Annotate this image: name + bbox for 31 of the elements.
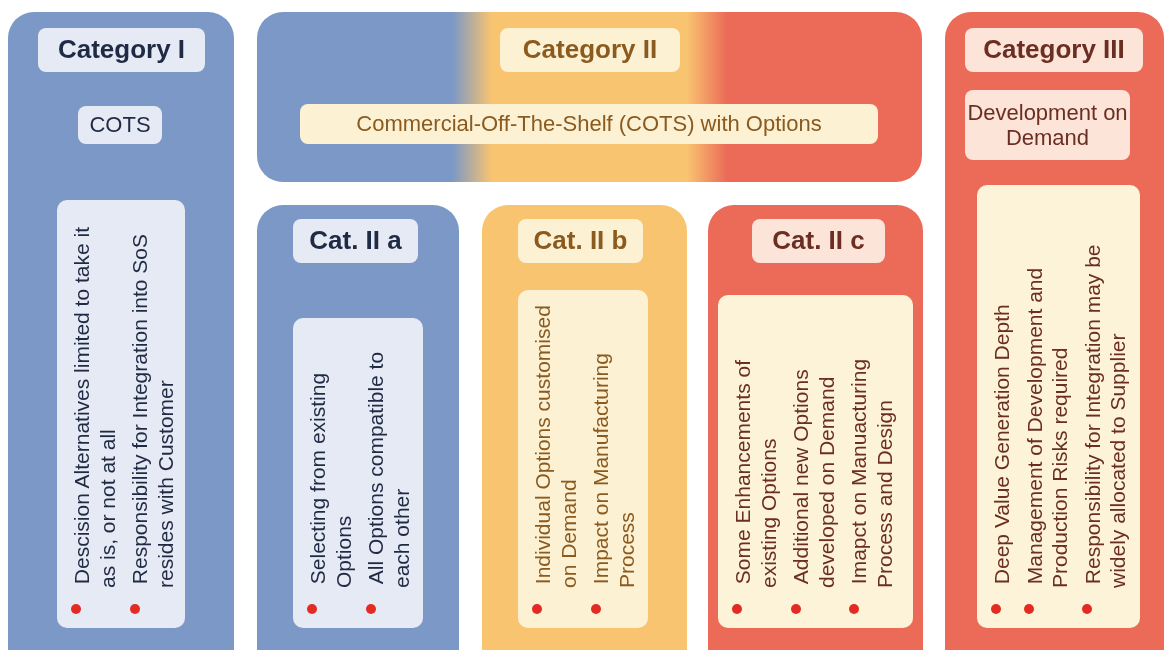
bullet-text: Management of Development and Production Risks required [1022,267,1072,588]
category-panel [8,12,234,650]
category-panel [945,12,1164,650]
bullet-text: Individual Options customised on Demand [531,305,580,588]
bullet-text: Some Enhancements of existing Options [731,360,780,588]
bullet-text: Impact on Manufacturing Process [589,353,638,588]
bullet-list-box [293,318,423,628]
category-panel [257,205,459,650]
category-heading: Category II [500,28,680,72]
bullet-list-box [718,295,913,628]
bullet-text: Responsibility for Integration into SoS resides with Customer [128,233,177,588]
category-heading: Cat. II c [752,219,885,263]
bullet-text: Additional new Options developed on Demand [789,369,838,588]
category-subtitle: Commercial-Off-The-Shelf (COTS) with Options [300,104,878,144]
bullet-list-box [977,185,1140,628]
bullet-text: Deep Value Generation Depth [990,304,1013,585]
bullet-text: All Options compatible to each other [364,351,413,588]
category-subtitle: COTS [78,106,162,144]
category-heading: Cat. II a [293,219,418,263]
category-panel [257,12,922,182]
bullet-text: Selecting from existing Options [306,372,355,588]
category-panel [708,205,923,650]
category-heading: Category I [38,28,205,72]
bullet-text: Responsibility for Integration may be widely allocated to Supplier [1080,244,1130,588]
category-heading: Category III [965,28,1143,72]
bullet-list-box [518,290,648,628]
category-panel [482,205,687,650]
category-heading: Cat. II b [518,219,643,263]
bullet-text: Descision Alternatives limited to take it as is, or not at all [70,227,119,588]
category-subtitle: Development on Demand [965,90,1130,160]
bullet-list-box [57,200,185,628]
